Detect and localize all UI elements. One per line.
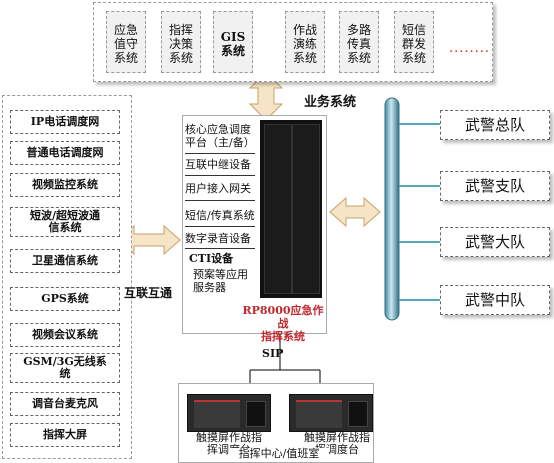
divider [185, 200, 255, 201]
subsystem-item[interactable]: 指挥大屏 [10, 423, 120, 447]
subsystem-label: 卫星通信系统 [32, 254, 98, 267]
subsystem-label: 指挥大屏 [43, 428, 87, 441]
app-label: GIS 系统 [220, 30, 246, 58]
subsystem-label: 视频监控系统 [32, 178, 98, 191]
more-apps-ellipsis: ........ [449, 41, 491, 56]
console-screen [194, 400, 240, 428]
console-icon [289, 394, 373, 432]
unit-label: 武警总队 [464, 116, 525, 134]
server-rack-icon [260, 120, 322, 298]
core-item-label: CTI设备 [189, 252, 234, 265]
app-label: 短信 群发 系统 [401, 23, 426, 65]
subsystem-item[interactable]: 普通电话调度网 [10, 141, 120, 165]
subsystem-item[interactable]: 卫星通信系统 [10, 249, 120, 273]
core-item-label: 短信/传真系统 [185, 209, 255, 222]
core-item-label: 预案等应用 服务器 [193, 268, 248, 294]
application-panel: 应急 值守 系统 指挥 决策 系统 GIS 系统 作战 演练 系统 多路 传真 … [93, 2, 493, 82]
subsystem-item[interactable]: GPS系统 [10, 287, 120, 311]
console-phone [246, 401, 266, 427]
core-item-label: 互联中继设备 [185, 158, 251, 171]
unit-box-detachment[interactable]: 武警支队 [440, 171, 550, 201]
app-label: 多路 传真 系统 [346, 23, 371, 65]
unit-label: 武警中队 [464, 291, 525, 309]
subsystem-label: 调音台麦克风 [32, 397, 98, 410]
subsystem-label: 视频会议系统 [32, 328, 98, 341]
interconnect-label: 互联互通 [124, 286, 173, 300]
command-center-panel: 触摸屏作战指 挥调度台 触摸屏作战指 挥调度台 指挥中心/值班室 [178, 383, 374, 463]
subsystem-item[interactable]: GSM/3G无线系 统 [10, 353, 120, 383]
app-box[interactable]: 多路 传真 系统 [339, 11, 379, 73]
console-screen [296, 400, 342, 428]
rack-door [264, 124, 292, 294]
business-system-label: 业务系统 [304, 95, 357, 110]
divider [185, 175, 255, 176]
unit-double-arrow [329, 196, 381, 228]
core-item-label: 核心应急调度 平台（主/备） [185, 123, 255, 149]
subsystem-label: GSM/3G无线系 统 [23, 355, 107, 380]
divider [185, 248, 255, 249]
divider [185, 153, 255, 154]
console-icon [187, 394, 271, 432]
subsystem-item[interactable]: 视频监控系统 [10, 173, 120, 197]
subsystem-item[interactable]: 视频会议系统 [10, 323, 120, 347]
subsystem-item[interactable]: 调音台麦克风 [10, 392, 120, 416]
app-label: 作战 演练 系统 [292, 23, 317, 65]
app-box[interactable]: 作战 演练 系统 [285, 11, 325, 73]
unit-label: 武警支队 [464, 177, 525, 195]
core-item-label: 用户接入网关 [185, 182, 251, 195]
subsystem-label: 短波/超短波通 信系统 [29, 209, 101, 234]
subsystem-item[interactable]: 短波/超短波通 信系统 [10, 207, 120, 237]
subsystem-label: GPS系统 [41, 292, 89, 305]
interconnect-double-arrow [117, 224, 181, 256]
subsystem-label: IP电话调度网 [30, 115, 100, 128]
unit-box-battalion[interactable]: 武警大队 [440, 227, 550, 257]
console-phone [348, 401, 368, 427]
core-system-title: RP8000应急作战 指挥系统 [242, 304, 324, 343]
rack-door [292, 124, 320, 294]
app-box[interactable]: 短信 群发 系统 [394, 11, 434, 73]
core-item-label: 数字录音设备 [185, 232, 251, 245]
app-label: 指挥 决策 系统 [168, 23, 193, 65]
subsystem-item[interactable]: IP电话调度网 [10, 110, 120, 134]
divider [185, 226, 255, 227]
app-label: 应急 值守 系统 [113, 23, 138, 65]
subsystem-label: 普通电话调度网 [26, 146, 104, 159]
app-box[interactable]: GIS 系统 [213, 11, 253, 73]
unit-box-company[interactable]: 武警中队 [440, 285, 550, 315]
unit-label: 武警大队 [464, 233, 525, 251]
app-box[interactable]: 应急 值守 系统 [106, 11, 146, 73]
bus-cylinder [384, 97, 400, 321]
sip-label: SIP [262, 347, 284, 360]
unit-box-headquarters[interactable]: 武警总队 [440, 110, 550, 140]
app-box[interactable]: 指挥 决策 系统 [161, 11, 201, 73]
center-label: 指挥中心/值班室 [229, 448, 329, 460]
subsystem-panel: IP电话调度网 普通电话调度网 视频监控系统 短波/超短波通 信系统 卫星通信系… [2, 95, 132, 459]
